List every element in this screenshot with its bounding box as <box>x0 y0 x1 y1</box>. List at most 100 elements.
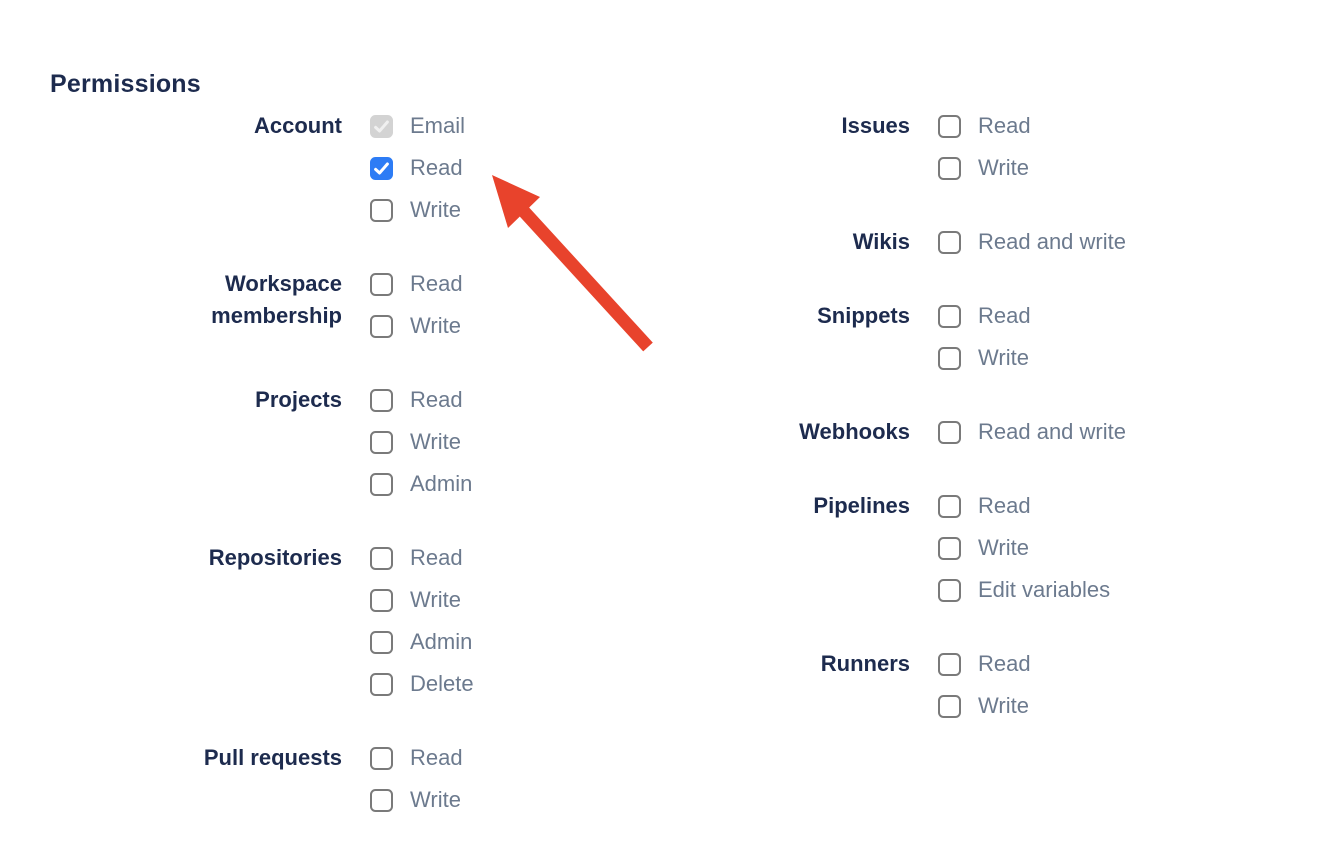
checkbox-label-projects-read[interactable]: Read <box>410 387 463 412</box>
checkbox-label-runners-write[interactable]: Write <box>978 693 1029 718</box>
permissions-column-right: Issues Read Write Wikis Read and write S… <box>710 105 1126 759</box>
checkbox-workspace-membership-read[interactable] <box>370 272 393 296</box>
checkbox-label-repositories-delete[interactable]: Delete <box>410 671 474 696</box>
checkbox-label-workspace-membership-read[interactable]: Read <box>410 271 463 296</box>
group-repositories: Repositories Read Write Admin Delete <box>162 537 474 705</box>
checkbox-repositories-write[interactable] <box>370 588 393 612</box>
checkbox-repositories-admin[interactable] <box>370 630 393 654</box>
checkbox-label-repositories-admin[interactable]: Admin <box>410 629 473 654</box>
option-row: Delete <box>370 663 474 705</box>
group-options-wikis: Read and write <box>938 221 1126 263</box>
check-icon <box>374 162 389 174</box>
checkbox-label-webhooks-read-and-write[interactable]: Read and write <box>978 419 1126 444</box>
option-row: Email <box>370 105 465 147</box>
group-label-wikis: Wikis <box>852 229 910 254</box>
group-options-repositories: Read Write Admin Delete <box>370 537 474 705</box>
permissions-column-left: Account Email Read Write Workspace membe… <box>162 105 474 853</box>
group-options-pull-requests: Read Write <box>370 737 463 821</box>
option-row: Edit variables <box>938 569 1110 611</box>
checkbox-label-snippets-write[interactable]: Write <box>978 345 1029 370</box>
checkbox-pull-requests-read[interactable] <box>370 746 393 770</box>
checkbox-label-pull-requests-write[interactable]: Write <box>410 787 461 812</box>
checkbox-projects-read[interactable] <box>370 388 393 412</box>
checkbox-label-account-read[interactable]: Read <box>410 155 463 180</box>
option-row: Read <box>370 537 474 579</box>
option-row: Write <box>938 147 1031 189</box>
option-row: Read <box>938 105 1031 147</box>
group-pull-requests: Pull requests Read Write <box>162 737 474 821</box>
checkbox-label-account-write[interactable]: Write <box>410 197 461 222</box>
checkbox-pull-requests-write[interactable] <box>370 788 393 812</box>
option-row: Write <box>370 189 465 231</box>
checkbox-label-issues-write[interactable]: Write <box>978 155 1029 180</box>
group-label-pipelines: Pipelines <box>813 493 910 518</box>
checkbox-snippets-write[interactable] <box>938 346 961 370</box>
checkbox-webhooks-read-and-write[interactable] <box>938 420 961 444</box>
checkbox-account-email <box>370 114 393 138</box>
group-options-runners: Read Write <box>938 643 1031 727</box>
checkbox-issues-read[interactable] <box>938 114 961 138</box>
group-snippets: Snippets Read Write <box>710 295 1126 379</box>
checkbox-wikis-read-and-write[interactable] <box>938 230 961 254</box>
group-account: Account Email Read Write <box>162 105 474 231</box>
option-row: Read and write <box>938 411 1126 453</box>
group-options-issues: Read Write <box>938 105 1031 189</box>
group-workspace-membership: Workspace membership Read Write <box>162 263 474 347</box>
group-options-projects: Read Write Admin <box>370 379 472 505</box>
option-row: Read <box>938 295 1031 337</box>
group-label-snippets: Snippets <box>817 303 910 328</box>
group-label-issues: Issues <box>841 113 911 138</box>
option-row: Write <box>370 579 474 621</box>
checkbox-pipelines-write[interactable] <box>938 536 961 560</box>
checkbox-account-write[interactable] <box>370 198 393 222</box>
checkbox-label-pull-requests-read[interactable]: Read <box>410 745 463 770</box>
checkbox-projects-write[interactable] <box>370 430 393 454</box>
group-pipelines: Pipelines Read Write Edit variables <box>710 485 1126 611</box>
group-webhooks: Webhooks Read and write <box>710 411 1126 453</box>
checkbox-pipelines-read[interactable] <box>938 494 961 518</box>
option-row: Write <box>370 305 463 347</box>
option-row: Read <box>370 379 472 421</box>
checkbox-label-workspace-membership-write[interactable]: Write <box>410 313 461 338</box>
checkbox-label-pipelines-write[interactable]: Write <box>978 535 1029 560</box>
checkbox-workspace-membership-write[interactable] <box>370 314 393 338</box>
checkbox-snippets-read[interactable] <box>938 304 961 328</box>
checkbox-runners-write[interactable] <box>938 694 961 718</box>
checkbox-label-pipelines-read[interactable]: Read <box>978 493 1031 518</box>
page-title: Permissions <box>50 69 201 98</box>
option-row: Read <box>370 263 463 305</box>
checkbox-repositories-delete[interactable] <box>370 672 393 696</box>
red-arrow-annotation <box>492 175 653 352</box>
checkbox-label-issues-read[interactable]: Read <box>978 113 1031 138</box>
group-label-repositories: Repositories <box>208 545 342 570</box>
checkbox-label-pipelines-edit-variables[interactable]: Edit variables <box>978 577 1111 602</box>
group-wikis: Wikis Read and write <box>710 221 1126 263</box>
checkbox-label-repositories-read[interactable]: Read <box>410 545 463 570</box>
checkbox-repositories-read[interactable] <box>370 546 393 570</box>
checkbox-projects-admin[interactable] <box>370 472 393 496</box>
option-row: Write <box>938 685 1031 727</box>
option-row: Read <box>370 737 463 779</box>
group-label-webhooks: Webhooks <box>799 419 910 444</box>
group-label-pull-requests: Pull requests <box>203 745 342 770</box>
group-options-snippets: Read Write <box>938 295 1031 379</box>
checkbox-label-account-email: Email <box>410 113 466 138</box>
group-options-webhooks: Read and write <box>938 411 1126 453</box>
checkbox-label-wikis-read-and-write[interactable]: Read and write <box>978 229 1126 254</box>
group-options-account: Email Read Write <box>370 105 465 231</box>
checkbox-label-repositories-write[interactable]: Write <box>410 587 461 612</box>
option-row: Admin <box>370 463 472 505</box>
checkbox-label-snippets-read[interactable]: Read <box>978 303 1031 328</box>
checkbox-runners-read[interactable] <box>938 652 961 676</box>
group-issues: Issues Read Write <box>710 105 1126 189</box>
checkbox-label-projects-admin[interactable]: Admin <box>410 471 473 496</box>
checkbox-account-read[interactable] <box>370 156 393 180</box>
checkbox-label-runners-read[interactable]: Read <box>978 651 1031 676</box>
checkbox-label-projects-write[interactable]: Write <box>410 429 461 454</box>
group-projects: Projects Read Write Admin <box>162 379 474 505</box>
checkbox-pipelines-edit-variables[interactable] <box>938 578 961 602</box>
checkbox-issues-write[interactable] <box>938 156 961 180</box>
option-row: Read and write <box>938 221 1126 263</box>
group-label-runners: Runners <box>820 651 910 676</box>
option-row: Read <box>938 643 1031 685</box>
